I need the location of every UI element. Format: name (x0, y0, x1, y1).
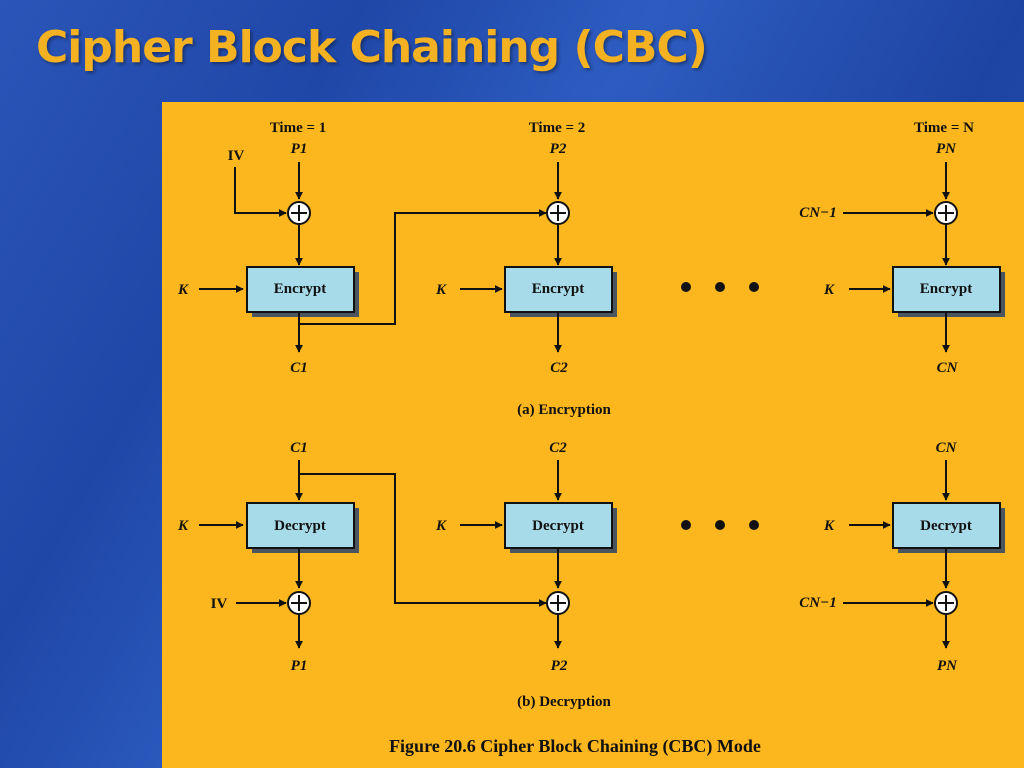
encrypt-block-label: Encrypt (274, 281, 327, 297)
plaintext-n-label: PN (936, 141, 957, 157)
key-label: K (177, 282, 189, 298)
chain-in-label: CN−1 (799, 595, 836, 611)
time-n-label: Time = N (914, 120, 974, 136)
decrypt-block-label: Decrypt (920, 518, 972, 534)
xor-icon (546, 591, 570, 615)
encrypt-block (504, 266, 613, 313)
plaintext-2-label: P2 (551, 658, 568, 674)
decryption-column-n: CN K Decrypt CN−1 PN (799, 440, 1005, 674)
iv-label: IV (211, 596, 228, 612)
time-2-label: Time = 2 (529, 120, 586, 136)
encrypt-block-label: Encrypt (920, 281, 973, 297)
xor-icon (287, 201, 311, 225)
decrypt-block (246, 502, 355, 549)
ciphertext-1-label: C1 (290, 440, 308, 456)
decryption-column-1: C1 K Decrypt IV P1 (177, 440, 359, 674)
ciphertext-2-label: C2 (549, 440, 567, 456)
plaintext-1-label: P1 (291, 658, 308, 674)
ciphertext-n-label: CN (936, 440, 958, 456)
figure-panel: Time = 1 Time = 2 Time = N P1 IV K Encry… (162, 102, 1024, 768)
plaintext-n-label: PN (937, 658, 958, 674)
xor-icon (934, 591, 958, 615)
figure-caption: Figure 20.6 Cipher Block Chaining (CBC) … (389, 736, 761, 757)
key-label: K (823, 282, 835, 298)
xor-icon (287, 591, 311, 615)
iv-label: IV (228, 148, 245, 164)
ellipsis-dots (681, 520, 759, 530)
ellipsis-dots (681, 282, 759, 292)
ciphertext-2-label: C2 (550, 360, 568, 376)
decryption-column-2: C2 K Decrypt P2 (435, 440, 617, 674)
key-label: K (177, 518, 189, 534)
encrypt-block-label: Encrypt (532, 281, 585, 297)
chain-in-label: CN−1 (799, 205, 836, 221)
plaintext-2-label: P2 (550, 141, 567, 157)
decrypt-block-label: Decrypt (532, 518, 584, 534)
encryption-caption: (a) Encryption (517, 402, 611, 418)
chain-c1-to-xor2 (299, 209, 547, 325)
encrypt-block (892, 266, 1001, 313)
decrypt-block-label: Decrypt (274, 518, 326, 534)
encryption-column-n: PN CN−1 K Encrypt CN (799, 141, 1005, 376)
xor-icon (934, 201, 958, 225)
cbc-diagram: Time = 1 Time = 2 Time = N P1 IV K Encry… (177, 120, 1005, 757)
key-label: K (823, 518, 835, 534)
key-label: K (435, 282, 447, 298)
decrypt-block (504, 502, 613, 549)
chain-c1-to-xor2 (299, 473, 547, 607)
decryption-caption: (b) Decryption (517, 694, 611, 710)
ciphertext-n-label: CN (937, 360, 959, 376)
slide-title: Cipher Block Chaining (CBC) (36, 22, 708, 73)
key-label: K (435, 518, 447, 534)
encryption-column-2: P2 K Encrypt C2 (435, 141, 617, 376)
ciphertext-1-label: C1 (290, 360, 308, 376)
encryption-time-labels: Time = 1 Time = 2 Time = N (270, 120, 974, 136)
encryption-column-1: P1 IV K Encrypt C1 (177, 141, 359, 376)
xor-icon (546, 201, 570, 225)
plaintext-1-label: P1 (291, 141, 308, 157)
time-1-label: Time = 1 (270, 120, 327, 136)
encrypt-block (246, 266, 355, 313)
arrow-iv-to-xor (234, 167, 287, 217)
